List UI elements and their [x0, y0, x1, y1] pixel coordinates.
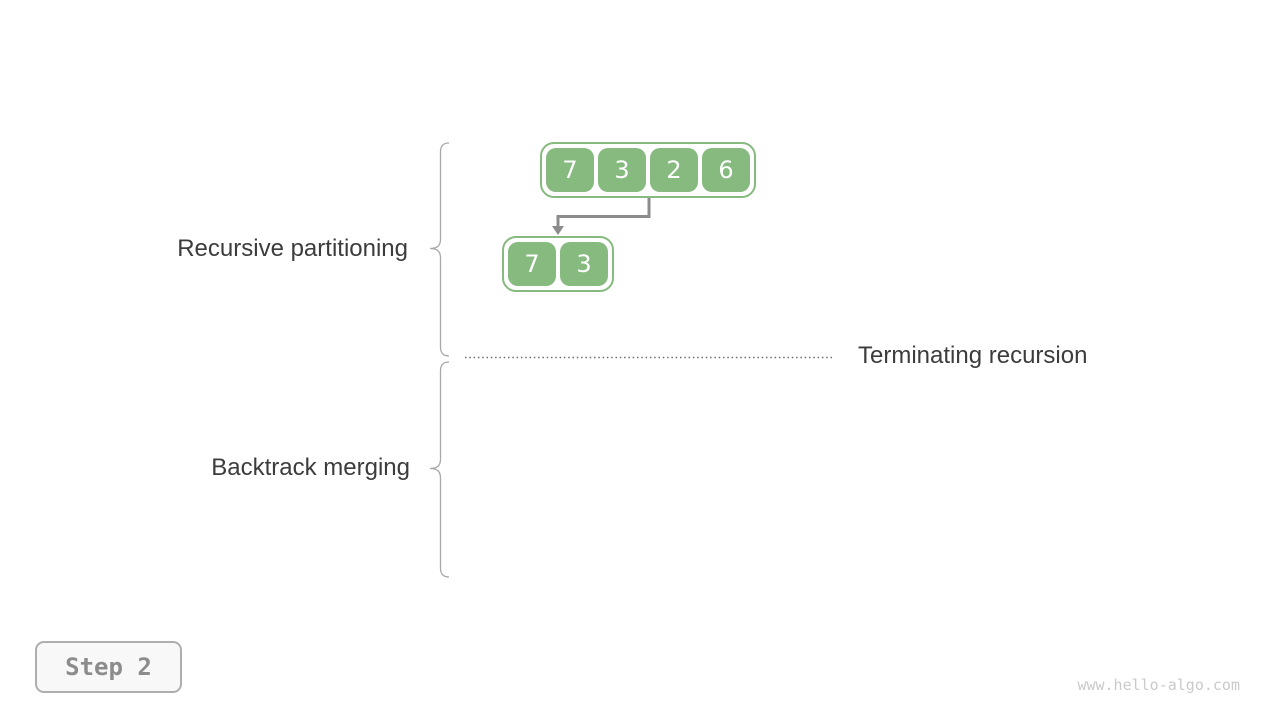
array-cell: 6 [702, 148, 750, 192]
array-cell: 7 [508, 242, 556, 286]
step-badge-label: Step 2 [65, 653, 152, 681]
label-backtrack-merging: Backtrack merging [211, 454, 410, 481]
watermark: www.hello-algo.com [1077, 676, 1240, 694]
curly-brace-upper-icon [429, 142, 450, 357]
array-cell: 2 [650, 148, 698, 192]
array-cell: 3 [560, 242, 608, 286]
label-terminating-recursion: Terminating recursion [858, 342, 1088, 369]
array-cell: 7 [546, 148, 594, 192]
step-badge: Step 2 [35, 641, 182, 693]
partition-arrow-icon [552, 198, 651, 235]
array-cell: 3 [598, 148, 646, 192]
label-recursive-partitioning: Recursive partitioning [177, 235, 408, 262]
curly-brace-lower-icon [429, 361, 450, 578]
